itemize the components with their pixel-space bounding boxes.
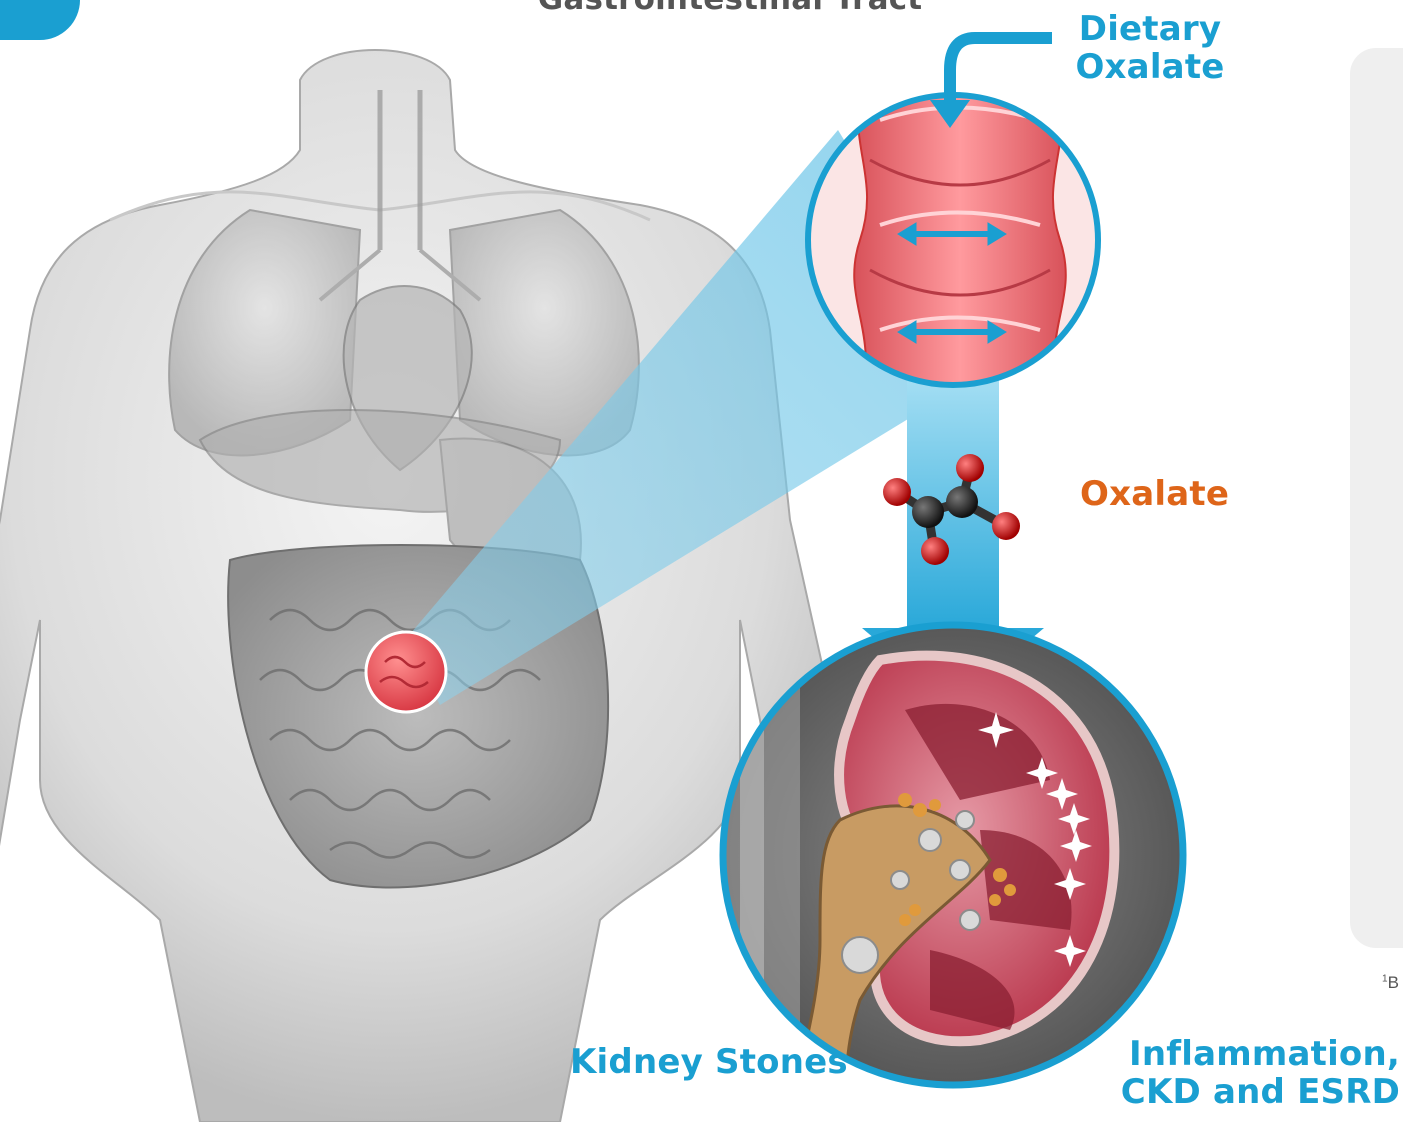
reference-letter: B: [1388, 973, 1399, 992]
dietary-oxalate-line-1: Dietary: [1030, 10, 1270, 48]
kidney-stones-label: Kidney Stones: [570, 1043, 848, 1081]
outcome-line-1: Inflammation,: [1080, 1035, 1400, 1073]
outcome-line-2: CKD and ESRD: [1080, 1073, 1400, 1111]
page-title: Gastrointestinal Tract: [510, 0, 950, 17]
gut-highlight: [366, 632, 446, 712]
outcome-label: Inflammation, CKD and ESRD: [1080, 1035, 1400, 1111]
dietary-oxalate-label: Dietary Oxalate: [1030, 10, 1270, 86]
dietary-oxalate-line-2: Oxalate: [1030, 48, 1270, 86]
reference-marker: 1B: [1382, 973, 1399, 993]
oxalate-label: Oxalate: [1080, 475, 1229, 513]
